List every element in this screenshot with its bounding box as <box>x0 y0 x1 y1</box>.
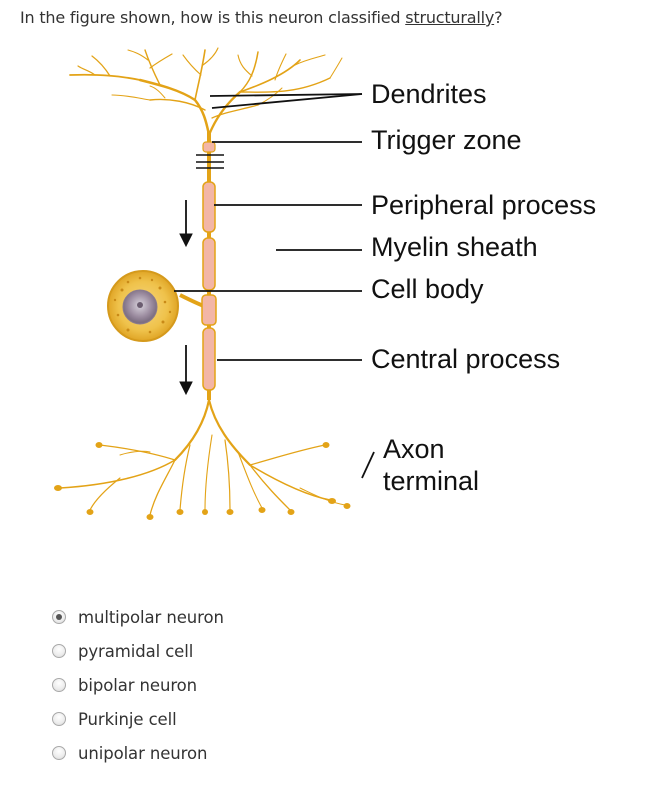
option-label: bipolar neuron <box>78 675 197 695</box>
question-suffix: ? <box>494 8 503 27</box>
impulse-arrows <box>179 200 193 396</box>
terminal-bulbs <box>54 442 351 520</box>
label-axon-terminal-line1: Axon <box>383 434 445 464</box>
label-trigger-zone: Trigger zone <box>371 125 522 155</box>
option-label: unipolar neuron <box>78 743 208 763</box>
label-dendrites: Dendrites <box>371 79 487 109</box>
option-label: Purkinje cell <box>78 709 177 729</box>
label-axon-terminal-line2: terminal <box>383 466 479 496</box>
answer-options: multipolar neuron pyramidal cell bipolar… <box>52 600 224 770</box>
option-label: pyramidal cell <box>78 641 194 661</box>
option-unipolar-neuron[interactable]: unipolar neuron <box>52 736 224 770</box>
neuron-diagram: Dendrites Trigger zone Peripheral proces… <box>54 47 596 520</box>
radio-bipolar-neuron[interactable] <box>52 678 66 692</box>
question-text: In the figure shown, how is this neuron … <box>20 8 503 27</box>
dendrites-drawing <box>69 47 343 137</box>
option-pyramidal-cell[interactable]: pyramidal cell <box>52 634 224 668</box>
radio-multipolar-neuron[interactable] <box>52 610 66 624</box>
option-purkinje-cell[interactable]: Purkinje cell <box>52 702 224 736</box>
neuron-figure: Dendrites Trigger zone Peripheral proces… <box>0 40 671 540</box>
cell-body-drawing <box>107 270 179 342</box>
question-prefix: In the figure shown, how is this neuron … <box>20 8 406 27</box>
question-emphasis: structurally <box>405 8 495 27</box>
label-peripheral-process: Peripheral process <box>371 190 596 220</box>
label-myelin-sheath: Myelin sheath <box>371 232 538 262</box>
label-cell-body: Cell body <box>371 274 484 304</box>
axon-drawing <box>179 132 224 400</box>
radio-pyramidal-cell[interactable] <box>52 644 66 658</box>
radio-unipolar-neuron[interactable] <box>52 746 66 760</box>
label-central-process: Central process <box>371 344 560 374</box>
option-bipolar-neuron[interactable]: bipolar neuron <box>52 668 224 702</box>
option-multipolar-neuron[interactable]: multipolar neuron <box>52 600 224 634</box>
axon-terminals-drawing <box>59 398 346 516</box>
leader-lines <box>174 93 375 479</box>
option-label: multipolar neuron <box>78 607 224 627</box>
radio-purkinje-cell[interactable] <box>52 712 66 726</box>
